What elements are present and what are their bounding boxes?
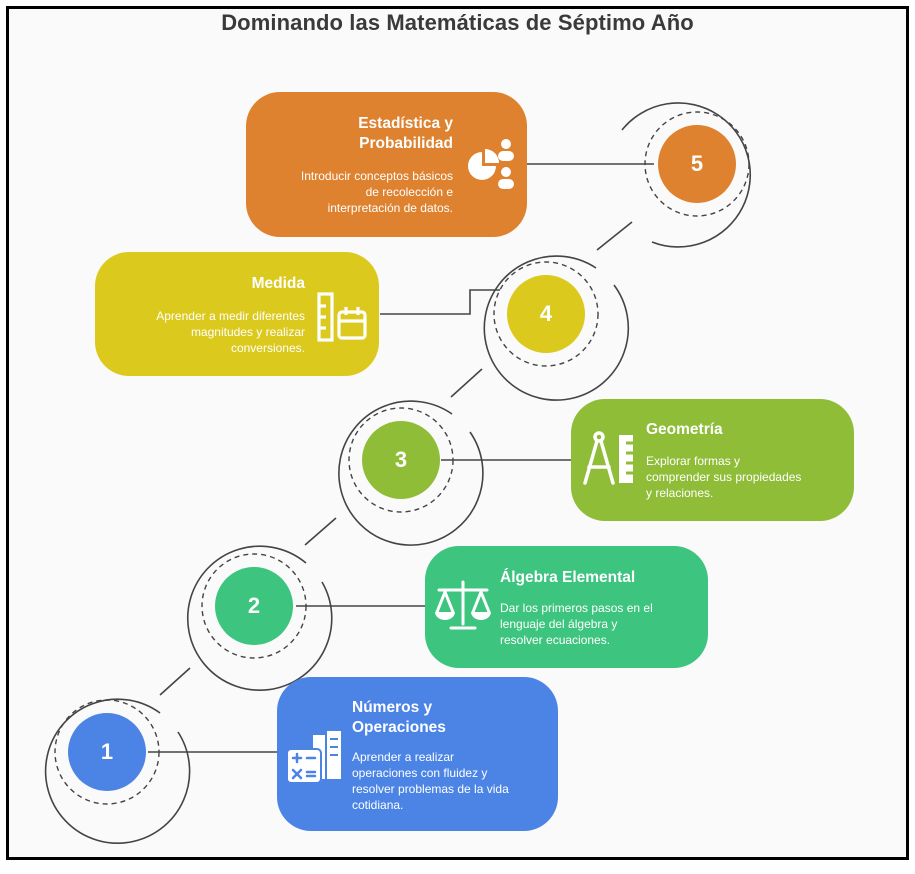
step-number-4: 4 [507,275,585,353]
step-description-4: Aprender a medir diferentes magnitudes y… [156,309,305,355]
step-description-2: Dar los primeros pasos en el lenguaje de… [500,601,653,647]
diagram-title: Dominando las Matemáticas de Séptimo Año [221,10,694,35]
link-1-2 [159,667,191,696]
calculator-building-icon [286,731,341,784]
step-heading-2: Álgebra Elemental [500,569,636,586]
compass-ruler-icon [583,431,633,485]
step-description-5: Introducir conceptos básicos de recolecc… [300,169,453,215]
step-number-3: 3 [362,421,440,499]
step-number-1: 1 [68,713,146,791]
ring-outer-2 [186,545,333,691]
step-card-1: Números y Operaciones Aprender a realiza… [277,677,558,831]
step-card-4: Medida Aprender a medir diferentes magni… [95,252,379,376]
ring-dashed-5 [644,111,750,217]
step-card-5: Estadística y Probabilidad Introducir co… [246,92,527,237]
ring-dashed-1 [54,699,160,805]
pie-chart-people-icon [468,139,514,189]
step-number-5: 5 [658,125,736,203]
step-heading-3: Geometría [646,421,723,438]
step-number-2: 2 [215,567,293,645]
link-4-5 [596,221,633,251]
ring-dashed-4 [493,261,599,367]
step-description-3: Explorar formas y comprender sus propied… [646,454,802,500]
step-card-2: Álgebra Elemental Dar los primeros pasos… [425,546,708,668]
ring-dashed-2 [201,553,307,659]
measurement-icon [317,292,367,342]
step-description-1: Aprender a realizar operaciones con flui… [352,750,509,812]
ring-outer-4 [483,255,630,401]
ring-outer-5 [621,102,752,248]
connector-4 [380,289,500,315]
step-card-3: Geometría Explorar formas y comprender s… [571,399,854,521]
link-3-4 [450,368,483,398]
step-heading-4: Medida [251,275,305,292]
link-2-3 [304,517,337,546]
ring-outer-3 [338,400,484,546]
balance-scale-icon [435,580,491,630]
step-heading-5: Estadística y Probabilidad [358,115,453,152]
step-heading-1: Números y Operaciones [352,699,446,736]
ring-outer-1 [44,698,191,844]
ring-dashed-3 [348,407,454,513]
